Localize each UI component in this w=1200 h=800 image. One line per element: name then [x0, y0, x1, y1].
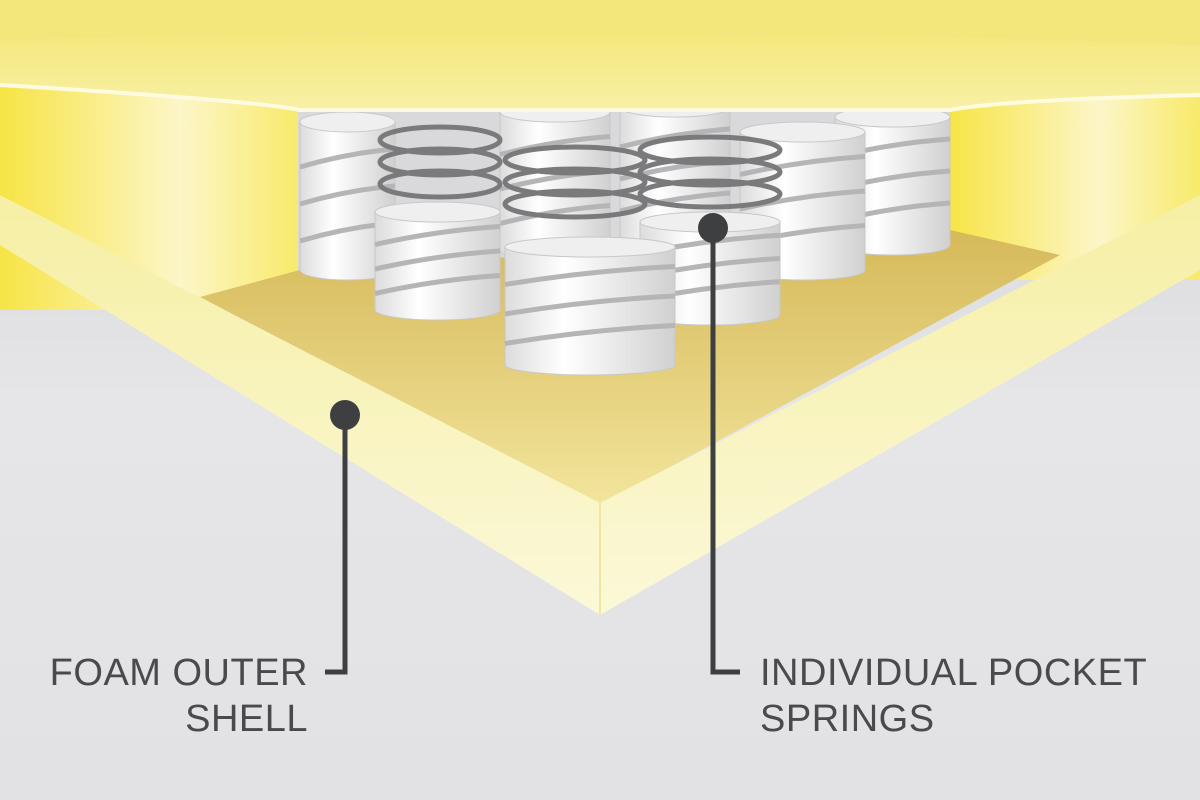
slab-left-face	[0, 195, 600, 615]
spring-coil	[637, 134, 783, 166]
top-foam-surface	[0, 0, 1200, 45]
top-foam-edge	[0, 31, 1200, 110]
spring-coil	[377, 168, 503, 200]
spring-coil	[377, 124, 503, 156]
spring-coil	[502, 166, 648, 198]
label-line: SHELL	[185, 698, 308, 740]
spring-coil	[502, 144, 648, 176]
foam-callout-dot	[330, 400, 360, 430]
spring-coil	[377, 146, 503, 178]
slab-right-face	[600, 195, 1200, 615]
pocket-springs	[299, 96, 951, 376]
springs-callout-dot	[698, 213, 728, 243]
springs-callout-line	[710, 228, 740, 675]
label-line: FOAM OUTER	[49, 652, 308, 694]
foam-outer-shell-label: FOAM OUTER SHELL	[30, 650, 308, 742]
foam-callout-line	[325, 415, 348, 675]
pocket-springs-label: INDIVIDUAL POCKET SPRINGS	[760, 650, 1147, 742]
spring-pocket	[374, 201, 501, 321]
spring-pocket	[499, 101, 611, 261]
spring-coil	[637, 156, 783, 188]
spring-pocket	[504, 236, 676, 376]
label-line: SPRINGS	[760, 698, 935, 740]
spring-coil	[502, 188, 648, 220]
spring-coil	[637, 178, 783, 210]
label-line: INDIVIDUAL POCKET	[760, 652, 1148, 694]
